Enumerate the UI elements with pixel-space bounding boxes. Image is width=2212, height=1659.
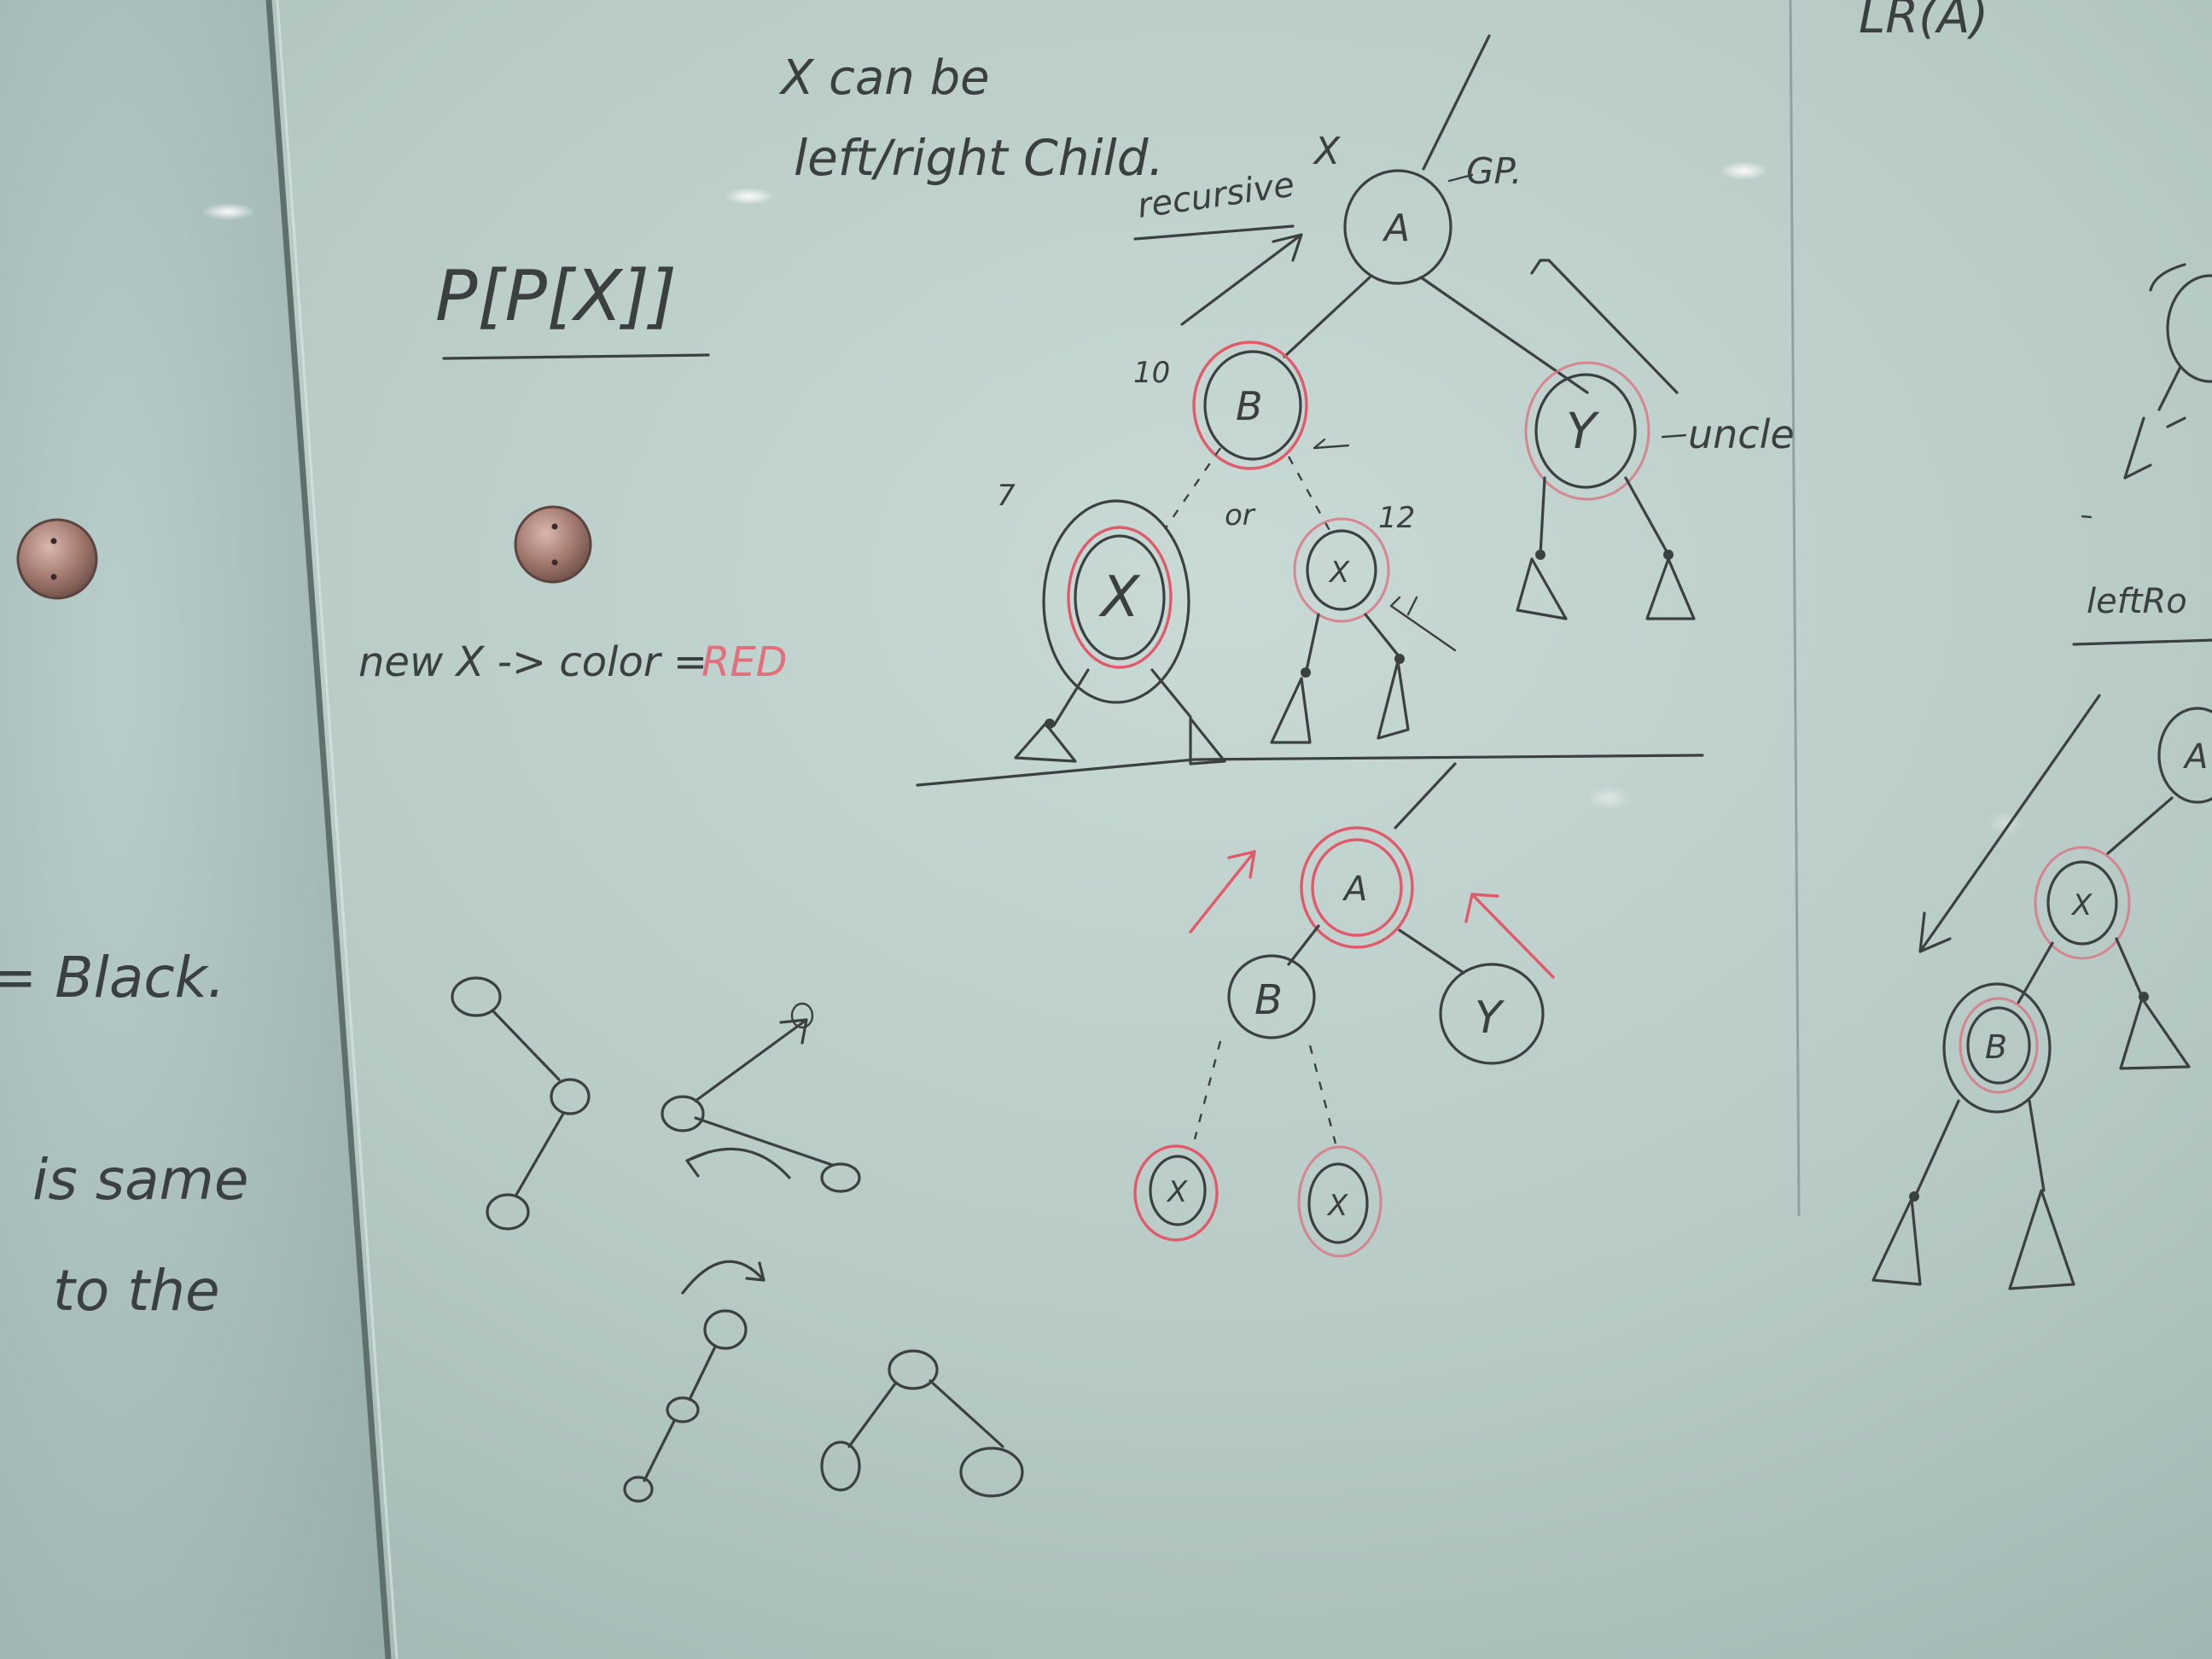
right-panel-seam [1789, 0, 1801, 1217]
bottom-tree: A B Y X X [1133, 762, 1555, 1258]
svg-text:new X -> color =: new X -> color = [358, 638, 707, 686]
x-mark: X [1313, 130, 1341, 173]
magnet [16, 518, 98, 600]
x-can-be-note: X can be [778, 50, 990, 106]
node-a [1343, 169, 1452, 285]
svg-text:Y: Y [1566, 402, 1600, 460]
lr-a-title: LR(A) [1859, 0, 1988, 44]
left-rotate-label: leftRo [2087, 582, 2187, 621]
right-panel-sketch: leftRo A X B [1871, 263, 2212, 1290]
svg-text:B: B [1985, 1028, 2007, 1066]
red-color-word: RED [701, 638, 788, 686]
gp-label: GP. [1466, 150, 1522, 192]
svg-text:A: A [1342, 870, 1367, 909]
node-x-right [1306, 529, 1377, 611]
board-divider-edge-highlight [276, 0, 399, 1659]
svg-text:Y: Y [1475, 992, 1505, 1044]
uncle-label: uncle [1688, 411, 1795, 457]
small-tree-sketches [451, 976, 1024, 1503]
num-12: 12 [1378, 501, 1415, 535]
node-x-bottom-right [1307, 1162, 1369, 1244]
light-glare [724, 188, 775, 205]
board-divider-edge [265, 0, 392, 1659]
svg-text:X: X [1328, 556, 1350, 590]
new-x-color-note: new X -> color = RED [358, 638, 788, 686]
svg-text:X: X [1098, 564, 1141, 630]
light-glare [1587, 786, 1630, 810]
node-a-red [1311, 838, 1403, 937]
svg-text:A: A [2182, 737, 2208, 777]
or-label: or [1225, 498, 1256, 533]
light-glare [1720, 161, 1767, 180]
num-7: 7 [997, 479, 1016, 513]
node-x-left [1074, 534, 1166, 661]
black-note: = Black. [0, 945, 225, 1010]
left-board-panel [0, 0, 388, 1659]
left-right-child-note: left/right Child. [794, 129, 1164, 187]
node-y-bottom [1439, 963, 1545, 1065]
node-x-right-panel [2046, 860, 2118, 946]
same-note-line1: is same [32, 1147, 248, 1213]
svg-text:X: X [2070, 888, 2093, 923]
light-glare [201, 203, 256, 220]
num-10: 10 [1133, 356, 1170, 390]
magnet [514, 505, 592, 584]
node-b-right-panel [1966, 1006, 2031, 1085]
svg-text:B: B [1236, 383, 1263, 429]
node-b-bottom [1227, 954, 1316, 1039]
node-a-right [2157, 707, 2212, 804]
same-note-line2: to the [53, 1258, 220, 1324]
svg-text:X: X [1166, 1175, 1188, 1209]
svg-text:A: A [1382, 207, 1410, 250]
node-x-bottom-left [1149, 1155, 1207, 1226]
svg-text:B: B [1254, 976, 1283, 1024]
node-b [1203, 350, 1302, 461]
node-y [1534, 373, 1637, 489]
svg-text:X: X [1326, 1189, 1348, 1223]
svg-text:P[P[X]]: P[P[X]] [435, 256, 677, 337]
parent-expression: P[P[X]] [435, 256, 710, 360]
